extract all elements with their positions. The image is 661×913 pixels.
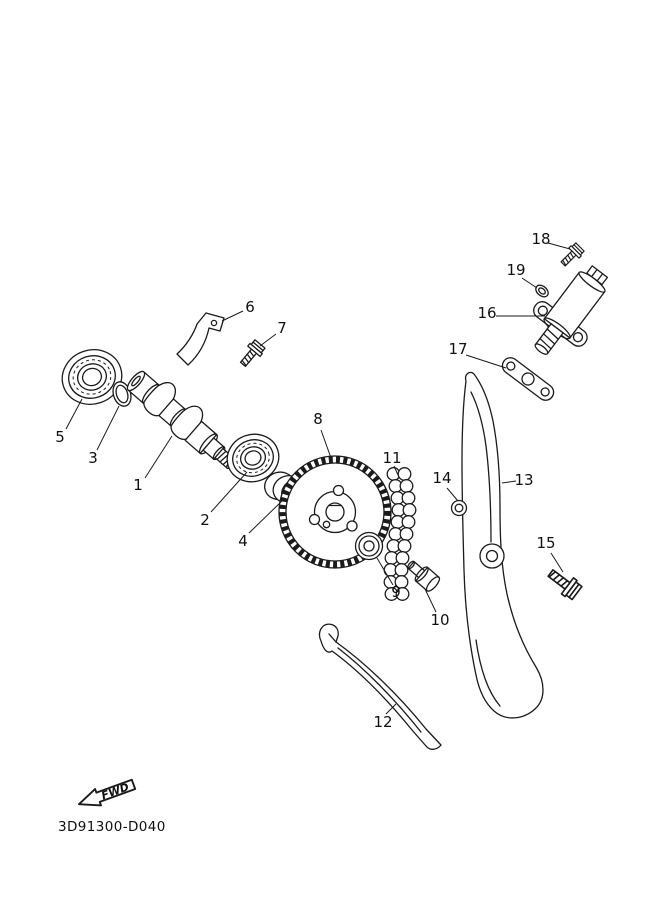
callout-1: 1 (133, 435, 173, 494)
callout-19: 19 (506, 261, 538, 289)
callout-2: 2 (200, 471, 248, 529)
callout-4: 4 (238, 498, 285, 550)
callout-12: 12 (373, 703, 397, 731)
callout-8: 8 (313, 410, 332, 459)
part-19-washer (535, 284, 549, 298)
part-label-12: 12 (373, 713, 392, 731)
chain-link (384, 551, 410, 565)
part-label-10: 10 (430, 611, 449, 629)
part-16-tensioner (533, 265, 609, 355)
part-label-16: 16 (477, 304, 496, 322)
callout-13: 13 (501, 471, 534, 489)
chain-link (388, 527, 414, 541)
bolt-shape (236, 338, 267, 371)
chain-link (386, 467, 412, 481)
part-9-washer (354, 531, 384, 561)
part-12-chain-guide-lower (318, 623, 442, 750)
part-17-gasket (501, 357, 555, 401)
callout-16: 16 (477, 304, 545, 322)
callout-3: 3 (88, 405, 120, 467)
part-label-3: 3 (88, 449, 98, 467)
callout-6: 6 (221, 298, 255, 322)
chain-link (388, 479, 414, 493)
part-10-bolt (407, 560, 441, 592)
part-11-cam-chain (383, 467, 417, 601)
chain-link (390, 491, 416, 505)
callout-14: 14 (432, 469, 459, 502)
part-label-9: 9 (391, 583, 401, 601)
drawing-code: 3D91300-D040 (58, 819, 166, 835)
part-6-bracket (176, 312, 225, 366)
part-label-1: 1 (133, 476, 143, 494)
part-label-14: 14 (432, 469, 451, 487)
part-7-bolt (236, 338, 267, 371)
chain-link (383, 563, 409, 577)
part-13-chain-guide (461, 371, 544, 719)
part-label-11: 11 (382, 449, 401, 467)
part-18-bolt (557, 241, 586, 270)
part-label-13: 13 (514, 471, 533, 489)
bolt-shape (543, 564, 584, 602)
callout-9: 9 (376, 557, 401, 601)
part-label-4: 4 (238, 532, 248, 550)
callout-5: 5 (55, 398, 83, 446)
part-label-17: 17 (448, 340, 467, 358)
bolt-shape (557, 241, 586, 270)
callout-10: 10 (424, 588, 450, 629)
part-1-camshaft (126, 370, 237, 470)
part-label-7: 7 (277, 319, 287, 337)
callout-15: 15 (536, 534, 564, 573)
fwd-arrow: FWD (78, 778, 137, 807)
part-label-18: 18 (531, 230, 550, 248)
part-5-bearing (61, 349, 123, 405)
part-label-2: 2 (200, 511, 210, 529)
callout-18: 18 (531, 230, 571, 250)
callout-7: 7 (259, 319, 287, 347)
chain-link (390, 515, 416, 529)
part-label-8: 8 (313, 410, 323, 428)
chain-link (391, 503, 417, 517)
part-label-5: 5 (55, 428, 65, 446)
chain-link (386, 539, 412, 553)
callout-17: 17 (448, 340, 507, 369)
part-14-collar (450, 499, 468, 517)
part-label-19: 19 (506, 261, 525, 279)
callout-11: 11 (382, 449, 402, 476)
fwd-label: FWD (100, 780, 131, 802)
part-15-bolt (543, 564, 584, 602)
part-label-6: 6 (245, 298, 255, 316)
part-label-15: 15 (536, 534, 555, 552)
part-2-bearing (226, 433, 280, 483)
